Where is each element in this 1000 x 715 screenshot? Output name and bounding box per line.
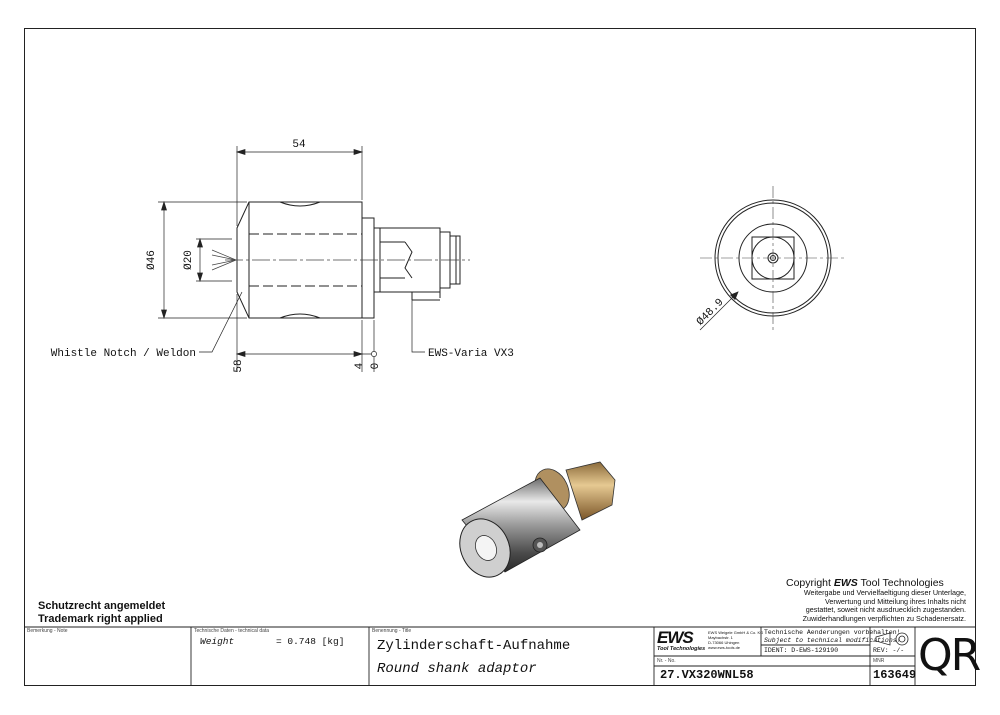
part-number: 27.VX320WNL58 — [660, 668, 754, 682]
tech-data-label: Technische Daten - technical data — [194, 628, 270, 634]
copyright-notice: Copyright EWS Tool Technologies Weiterga… — [786, 577, 966, 623]
weight-value: = 0.748 [kg] — [276, 636, 345, 647]
revision: REV: -/- — [873, 647, 905, 654]
dim-4: 4 — [354, 362, 366, 369]
label-whistle-notch: Whistle Notch / Weldon — [51, 348, 196, 360]
protection-notice: Schutzrecht angemeldet Trademark right a… — [38, 600, 166, 625]
projection-symbol — [875, 632, 909, 646]
mnr-number: 163649 — [873, 668, 917, 682]
mnr-label: MNR — [873, 658, 885, 664]
dim-58: 58 — [233, 359, 245, 372]
dim-length: 54 — [292, 139, 306, 151]
ident-number: IDENT: D-EWS-129190 — [764, 647, 839, 654]
title-en: Round shank adaptor — [377, 661, 537, 677]
copyright-line: gestattet, soweit nicht ausdruecklich zu… — [805, 605, 966, 615]
copyright-line: Verwertung und Mitteilung ihres Inhalts … — [824, 596, 966, 606]
title-label: Benennung - Title — [372, 628, 412, 634]
dim-face-diameter: Ø48.9 — [695, 297, 727, 329]
dim-outer-diameter: Ø46 — [146, 250, 158, 270]
label-ews-varia: EWS-Varia VX3 — [428, 348, 514, 360]
note-label: Bemerkung - Note — [27, 628, 68, 634]
qr-mark: QR — [918, 630, 981, 681]
copyright-line: Weitergabe und Vervielfaeltigung dieser … — [803, 588, 966, 597]
nr-label: Nr. - No. — [657, 658, 676, 664]
copyright-line: Zuwiderhandlungen verpflichten zu Schade… — [802, 613, 966, 623]
isometric-render — [459, 461, 616, 578]
modification-notice: Technische Aenderungen vorbehalten! Subj… — [764, 629, 901, 644]
drawing-sheet-border — [24, 28, 976, 686]
title-de: Zylinderschaft-Aufnahme — [377, 638, 571, 654]
dim-inner-diameter: Ø20 — [183, 250, 195, 270]
weight-label: Weight — [200, 636, 235, 647]
ews-logo: EWS Tool Technologies — [657, 628, 706, 652]
company-address: EWS Weigele GmbH & Co. KG Maybachstr. 1 … — [708, 630, 764, 650]
dim-0: 0 — [370, 363, 382, 370]
